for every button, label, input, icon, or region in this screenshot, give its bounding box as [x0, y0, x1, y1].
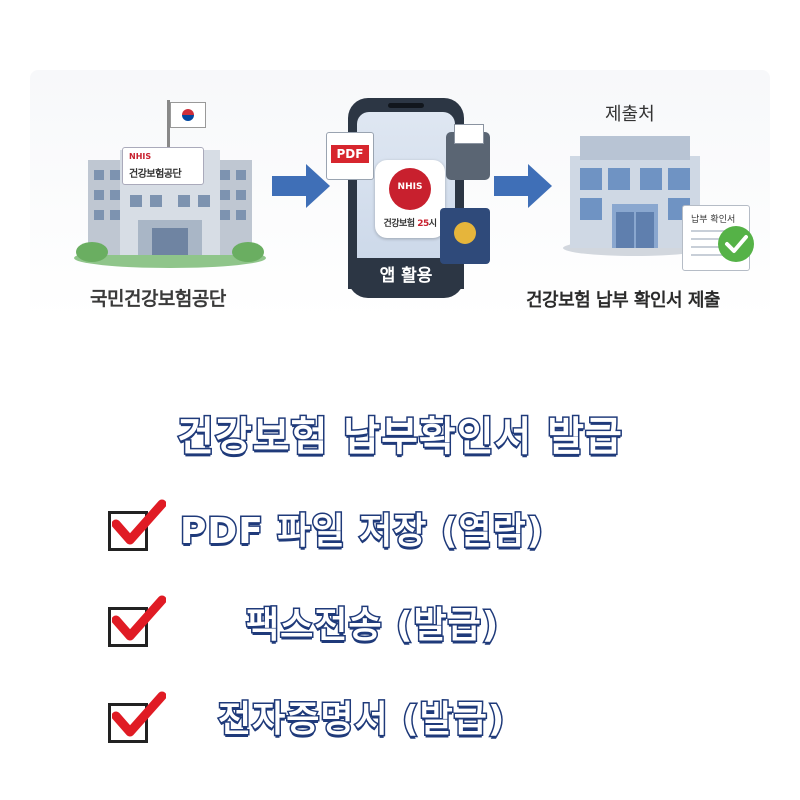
- office-building-icon: [563, 136, 707, 256]
- nhis-logo-icon: NHIS: [389, 168, 431, 210]
- arrow-right-icon: [494, 176, 530, 196]
- pdf-file-icon: PDF: [326, 132, 374, 180]
- certificate-icon: [440, 208, 490, 264]
- arrow-right-icon: [272, 176, 308, 196]
- page-title: 건강보험 납부확인서 발급: [176, 413, 624, 462]
- korean-flag-icon: [170, 102, 206, 128]
- nhis-building-icon: [74, 150, 266, 268]
- red-check-icon: [112, 499, 166, 545]
- arrow-head: [528, 164, 552, 208]
- result-label: 건강보험 납부 확인서 제출: [526, 290, 720, 311]
- nhis-sign-brand: NHIS: [129, 152, 152, 161]
- nhis-app-icon: NHIS 건강보험 25시: [375, 160, 445, 238]
- app-brand: NHIS: [397, 182, 423, 192]
- nhis-sign: NHIS 건강보험공단: [122, 147, 204, 185]
- pdf-tag: PDF: [331, 145, 369, 163]
- red-check-icon: [112, 595, 166, 641]
- app-name: 건강보험 25시: [383, 219, 437, 229]
- nhis-sign-name: 건강보험공단: [129, 169, 182, 180]
- phone-notch: [388, 103, 424, 108]
- item-e-certificate: 전자증명서 (발급): [216, 698, 506, 742]
- receipt-title: 납부 확인서: [691, 215, 736, 225]
- destination-label: 제출처: [605, 104, 655, 125]
- item-fax-send: 팩스전송 (발급): [244, 604, 500, 648]
- flag-pole: [167, 100, 170, 160]
- red-check-icon: [112, 691, 166, 737]
- approved-check-icon: [718, 226, 754, 262]
- source-label: 국민건강보험공단: [90, 288, 226, 310]
- item-pdf-save: PDF 파일 저장 (열람): [178, 510, 545, 554]
- fax-machine-icon: [446, 124, 490, 180]
